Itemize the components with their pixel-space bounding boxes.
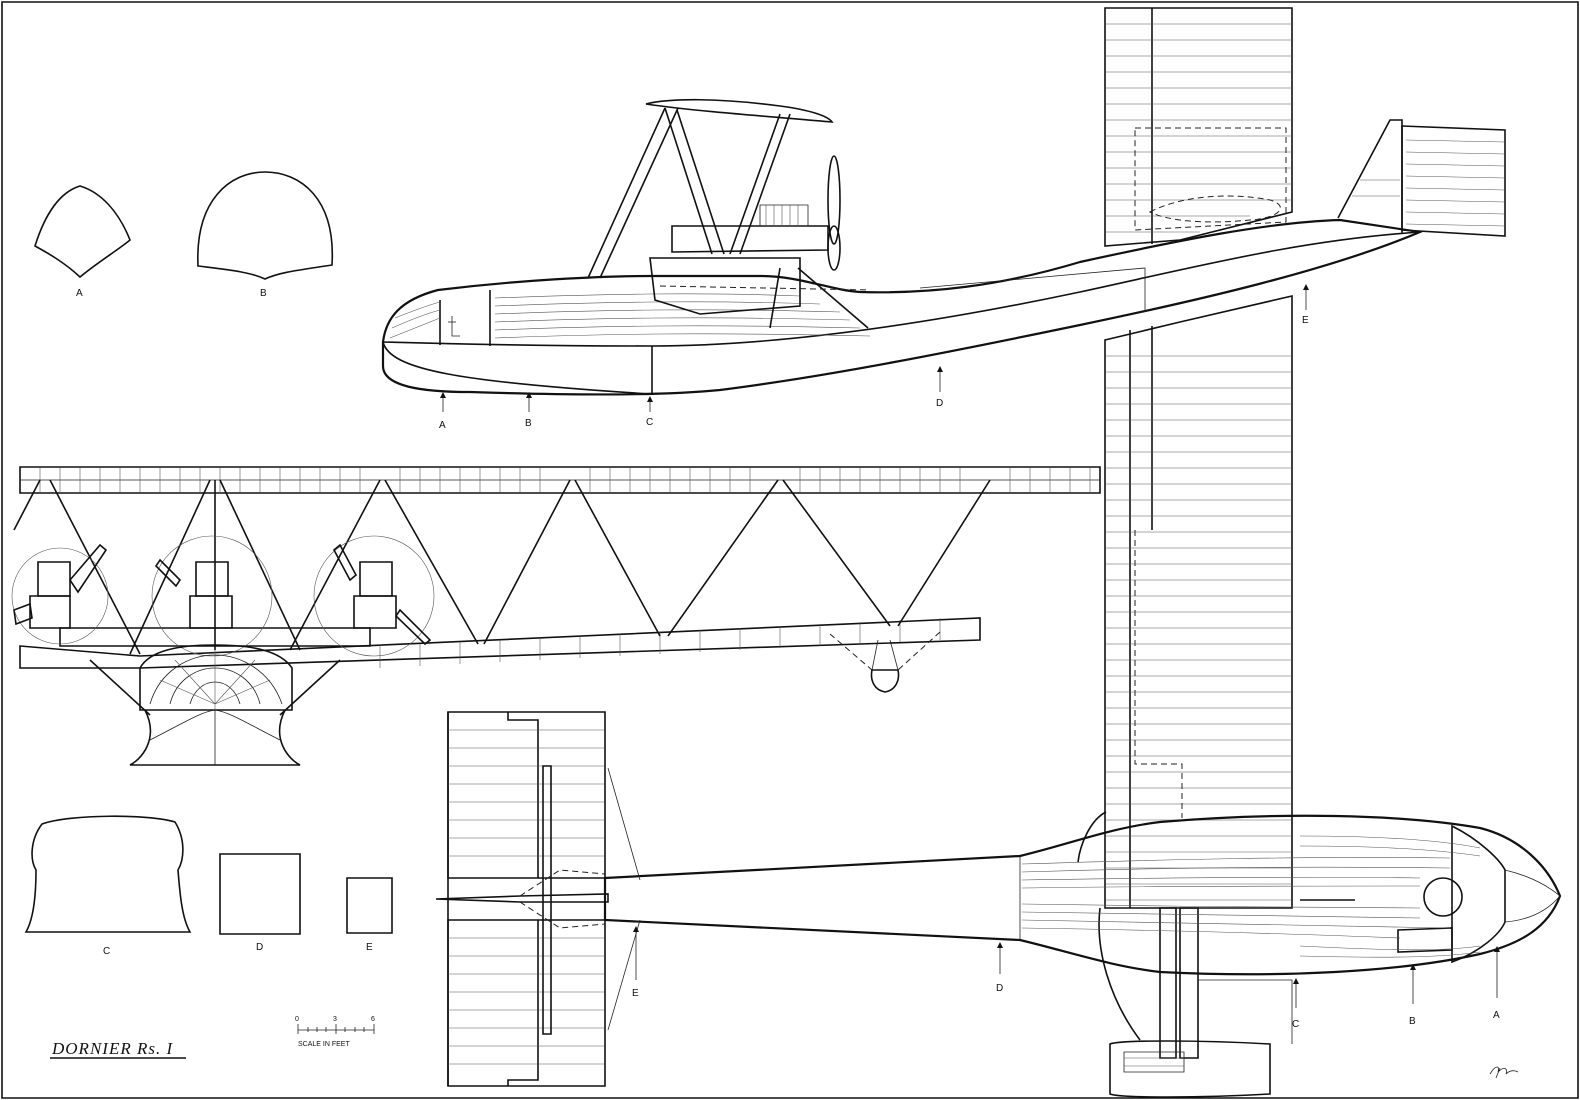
plan-station-a-label: A [1493, 1010, 1500, 1021]
plan-view-wing [1078, 8, 1292, 1097]
section-e-label: E [366, 942, 373, 953]
section-c-label: C [103, 946, 110, 957]
plan-station-e-label: E [632, 988, 639, 999]
drawing-title: DORNIER Rs. I [51, 1039, 173, 1058]
side-view [383, 100, 1505, 412]
side-station-d-label: D [936, 398, 943, 409]
side-station-b-label: B [525, 418, 532, 429]
scale-tick-6: 6 [371, 1016, 375, 1023]
section-a-outline [35, 186, 130, 277]
scale-tick-0: 0 [295, 1016, 299, 1023]
front-view [12, 467, 1100, 765]
side-station-c-label: C [646, 417, 653, 428]
section-b-outline [198, 172, 332, 279]
plan-station-c-label: C [1292, 1019, 1299, 1030]
section-b-label: B [260, 288, 267, 299]
section-a-label: A [76, 288, 83, 299]
plan-view-fuselage [436, 712, 1560, 1086]
side-station-e-label: E [1302, 315, 1309, 326]
plan-station-b-label: B [1409, 1016, 1416, 1027]
scale-bar [298, 1024, 374, 1034]
plan-station-d-label: D [996, 983, 1003, 994]
scale-tick-3: 3 [333, 1016, 337, 1023]
section-d-label: D [256, 942, 263, 953]
signature-mark [1490, 1067, 1518, 1078]
section-d-outline [220, 854, 300, 934]
scale-label: SCALE IN FEET [298, 1041, 350, 1048]
side-station-a-label: A [439, 420, 446, 431]
section-e-outline [347, 878, 392, 933]
front-engines [12, 536, 434, 656]
section-c-outline [26, 816, 190, 932]
